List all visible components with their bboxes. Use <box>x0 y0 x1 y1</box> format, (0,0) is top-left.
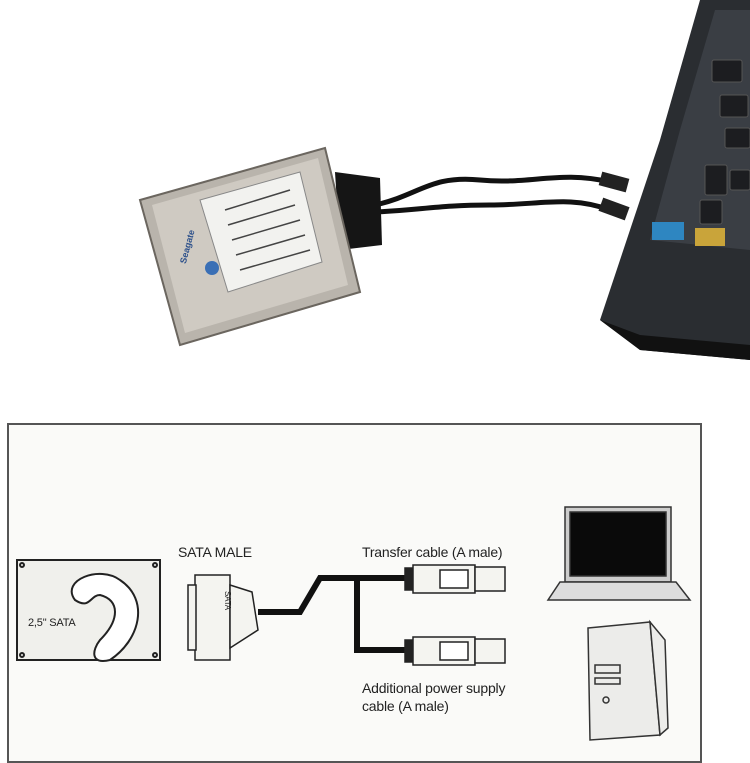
sticker <box>695 228 725 246</box>
sata-adapter-photo <box>335 172 382 250</box>
sata-connector-icon <box>187 574 259 661</box>
intel-sticker <box>652 222 684 240</box>
power-cable-label-line2: cable (A male) <box>362 698 449 714</box>
usb-plug-power <box>404 636 506 666</box>
transfer-cable-label: Transfer cable (A male) <box>362 544 503 560</box>
sata-male-label: SATA MALE <box>178 544 252 560</box>
hdd-label: 2,5" SATA <box>28 617 76 629</box>
laptop-icon <box>546 506 692 601</box>
power-cable-label-line1: Additional power supply <box>362 680 506 696</box>
laptop-photo <box>600 0 750 360</box>
usb-plug-transfer <box>404 564 506 594</box>
cable-lines <box>258 575 407 653</box>
desktop-tower-icon <box>587 619 669 741</box>
hdd-icon <box>16 559 161 662</box>
hard-drive-photo <box>138 146 362 347</box>
usb-cable-photo <box>374 174 611 215</box>
product-photo <box>138 0 750 360</box>
sata-connector-text: SATA <box>222 591 232 610</box>
